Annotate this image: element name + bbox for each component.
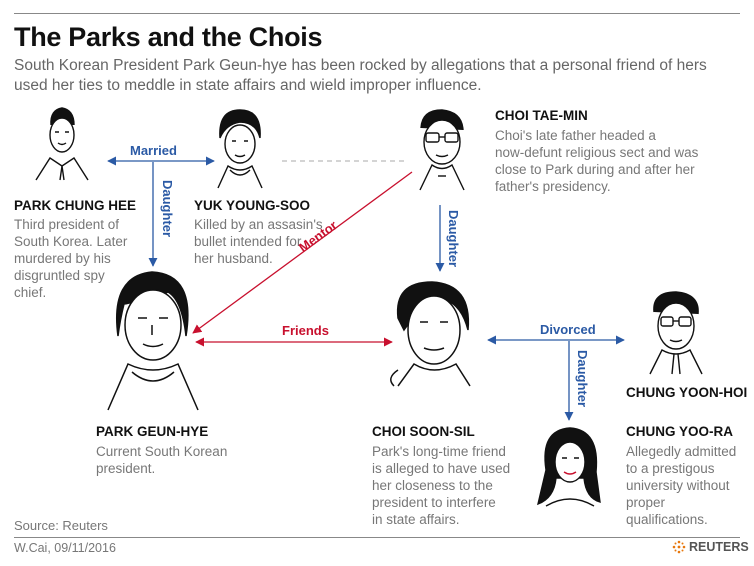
park-chung-hee-portrait bbox=[35, 107, 89, 181]
bottom-rule bbox=[14, 537, 740, 538]
page-title: The Parks and the Chois bbox=[14, 22, 323, 52]
yuk-young-soo-portrait bbox=[217, 109, 263, 189]
desc-line: university without bbox=[626, 478, 730, 493]
chung-yoo-ra-desc: Allegedly admitted to a prestigous unive… bbox=[626, 443, 750, 528]
reuters-logo: REUTERS bbox=[672, 540, 749, 554]
desc-line: qualifications. bbox=[626, 512, 708, 527]
choi-tae-min-name: CHOI TAE-MIN bbox=[495, 108, 588, 123]
desc-line: her closeness to the bbox=[372, 478, 493, 493]
choi-soon-sil-name: CHOI SOON-SIL bbox=[372, 424, 475, 439]
friends-label: Friends bbox=[282, 323, 329, 338]
desc-line: Allegedly admitted bbox=[626, 444, 737, 459]
park-geun-hye-portrait bbox=[107, 271, 199, 411]
choi-soon-sil-desc: Park's long-time friend is alleged to ha… bbox=[372, 443, 532, 528]
page-subtitle: South Korean President Park Geun-hye has… bbox=[14, 57, 707, 94]
chung-yoo-ra-name: CHUNG YOO-RA bbox=[626, 424, 734, 439]
desc-line: is alleged to have used bbox=[372, 461, 511, 476]
daughter-chung-label: Daughter bbox=[575, 350, 590, 408]
married-label: Married bbox=[130, 143, 177, 158]
desc-line: president to interfere bbox=[372, 495, 496, 510]
desc-line: in state affairs. bbox=[372, 512, 460, 527]
daughter-park-label: Daughter bbox=[160, 180, 175, 238]
desc-line: Choi's late father headed a bbox=[495, 128, 656, 143]
source-note: Source: Reuters bbox=[14, 518, 108, 533]
park-chung-hee-name: PARK CHUNG HEE bbox=[14, 198, 137, 213]
choi-tae-min-portrait bbox=[419, 109, 465, 191]
desc-line: her husband. bbox=[194, 251, 273, 266]
desc-line: now-defunt religious sect and was bbox=[495, 145, 699, 160]
desc-line: Park's long-time friend bbox=[372, 444, 506, 459]
desc-line: chief. bbox=[14, 285, 47, 300]
desc-line: proper bbox=[626, 495, 666, 510]
park-geun-hye-desc: Current South Korean president. bbox=[96, 443, 256, 477]
park-chung-hee-desc: Third president of South Korea. Later mu… bbox=[14, 216, 132, 301]
desc-line: president. bbox=[96, 461, 156, 476]
daughter-choi-label: Daughter bbox=[446, 210, 461, 268]
chung-yoon-hoi-portrait bbox=[649, 291, 703, 375]
reuters-logo-icon bbox=[672, 540, 686, 554]
desc-line: close to Park during and after her bbox=[495, 162, 695, 177]
top-rule bbox=[14, 13, 740, 14]
reuters-logo-text: REUTERS bbox=[689, 540, 749, 554]
divorced-label: Divorced bbox=[540, 322, 596, 337]
yuk-young-soo-desc: Killed by an assasin's bullet intended f… bbox=[194, 216, 344, 267]
desc-line: to a prestigous bbox=[626, 461, 715, 476]
chung-yoon-hoi-name: CHUNG YOON-HOI bbox=[626, 385, 748, 400]
desc-line: Killed by an assasin's bbox=[194, 217, 323, 232]
choi-soon-sil-portrait bbox=[390, 281, 471, 387]
desc-line: bullet intended for bbox=[194, 234, 302, 249]
park-geun-hye-name: PARK GEUN-HYE bbox=[96, 424, 209, 439]
yuk-young-soo-name: YUK YOUNG-SOO bbox=[194, 198, 311, 213]
desc-line: father's presidency. bbox=[495, 179, 611, 194]
desc-line: Current South Korean bbox=[96, 444, 228, 459]
chung-yoo-ra-portrait bbox=[537, 427, 601, 507]
desc-line: murdered by his bbox=[14, 251, 111, 266]
desc-line: disgruntled spy bbox=[14, 268, 105, 283]
desc-line: Third president of bbox=[14, 217, 120, 232]
desc-line: South Korea. Later bbox=[14, 234, 128, 249]
choi-tae-min-desc: Choi's late father headed a now-defunt r… bbox=[495, 127, 745, 195]
credit-line: W.Cai, 09/11/2016 bbox=[14, 541, 116, 555]
mentor-connector bbox=[192, 171, 413, 334]
